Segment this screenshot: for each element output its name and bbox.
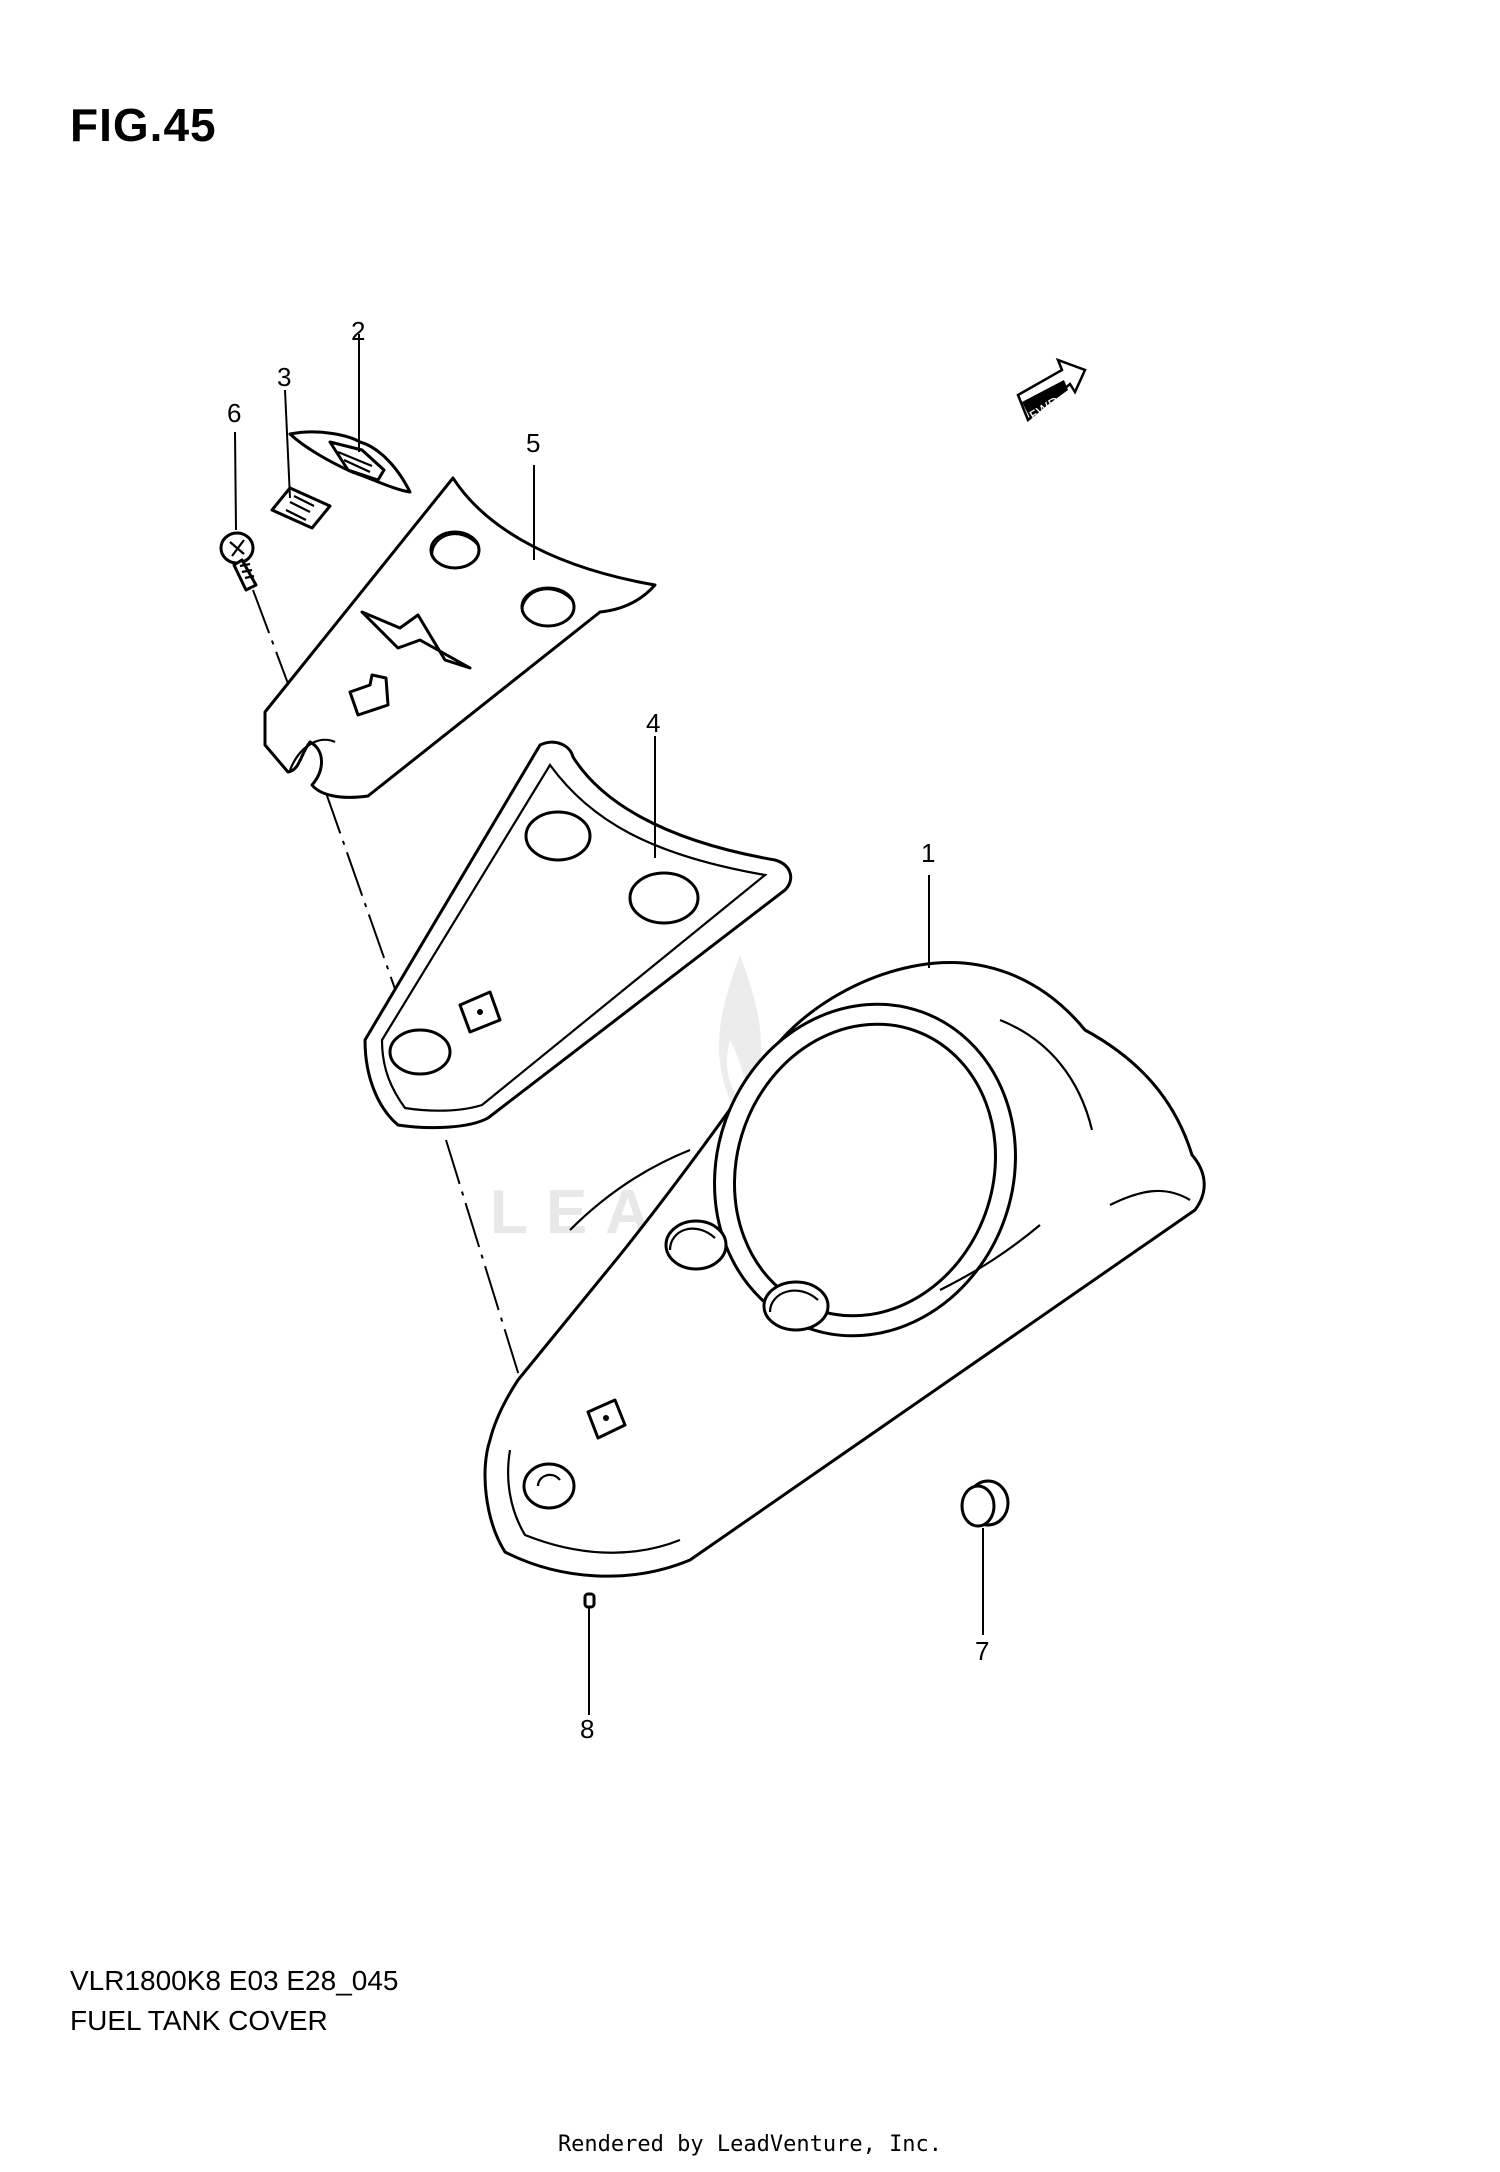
callout-7: 7 — [975, 1636, 989, 1666]
part-5-upper-plate — [263, 476, 657, 799]
figure-name: FUEL TANK COVER — [70, 2005, 328, 2036]
model-code: VLR1800K8 E03 E28_045 — [70, 1965, 399, 1996]
part-8-nut — [583, 1592, 596, 1609]
part-1-tank-cover — [483, 961, 1206, 1578]
part-3-badge — [270, 486, 332, 530]
callout-6: 6 — [227, 398, 241, 428]
callout-1: 1 — [921, 838, 935, 868]
part-4-gasket — [363, 740, 793, 1130]
leader-lines — [234, 334, 984, 1715]
figure-title: FIG.45 — [70, 99, 217, 151]
part-6-screw — [219, 531, 258, 592]
callout-3: 3 — [277, 362, 291, 392]
callout-5: 5 — [526, 428, 540, 458]
footer-credit: Rendered by LeadVenture, Inc. — [557, 2132, 943, 2157]
part-7-grommet — [960, 1479, 1010, 1528]
part-2-emblem — [288, 430, 412, 494]
fwd-arrow-icon: FWD — [1016, 357, 1087, 425]
callout-8: 8 — [580, 1714, 594, 1744]
callout-2: 2 — [351, 316, 365, 346]
callout-labels: 1 2 3 4 5 6 7 8 — [227, 316, 989, 1744]
callout-4: 4 — [646, 708, 660, 738]
